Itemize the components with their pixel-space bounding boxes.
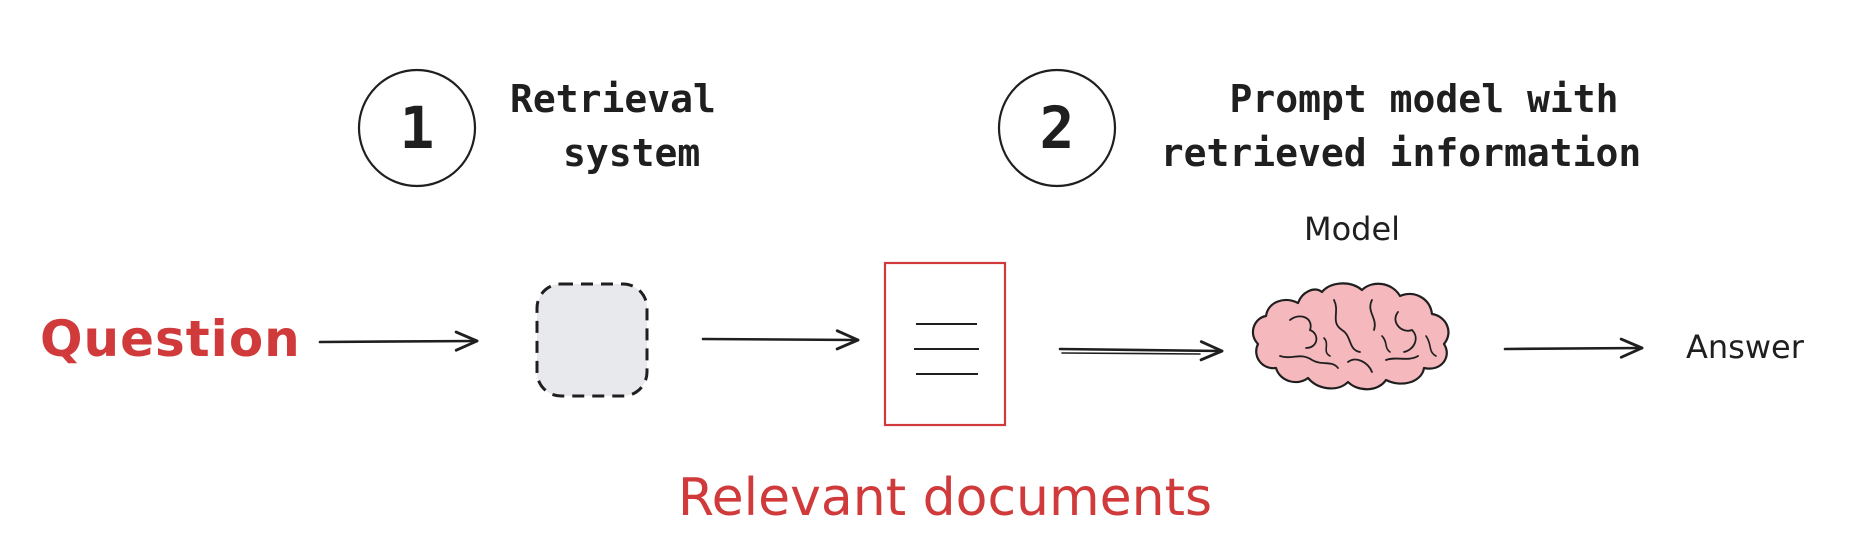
model-label: Model [1304,210,1400,248]
arrow-retrieval-to-documents [701,329,860,351]
step-2-title-line2: retrieved information [1161,131,1641,175]
step-1-title-line1: Retrieval [510,77,716,121]
arrow-documents-to-model [1058,340,1224,362]
relevant-documents-label: Relevant documents [678,468,1212,528]
step-2: 2 Prompt model with retrieved informatio… [997,68,1641,188]
step-1-number: 1 [400,94,435,162]
retrieval-system-box [535,282,649,398]
answer-label: Answer [1686,328,1805,366]
arrow-model-to-answer [1503,337,1644,359]
step-2-number: 2 [1040,94,1075,162]
question-label: Question [40,310,301,368]
arrow-question-to-retrieval [318,330,479,352]
document-icon [883,261,1007,427]
step-2-title-line1: Prompt model with [1230,77,1619,121]
step-1-title-line2: system [563,131,700,175]
brain-icon [1251,282,1450,391]
step-2-circle [997,68,1117,188]
step-1: 1 Retrieval system [357,68,716,188]
step-1-circle [357,68,477,188]
